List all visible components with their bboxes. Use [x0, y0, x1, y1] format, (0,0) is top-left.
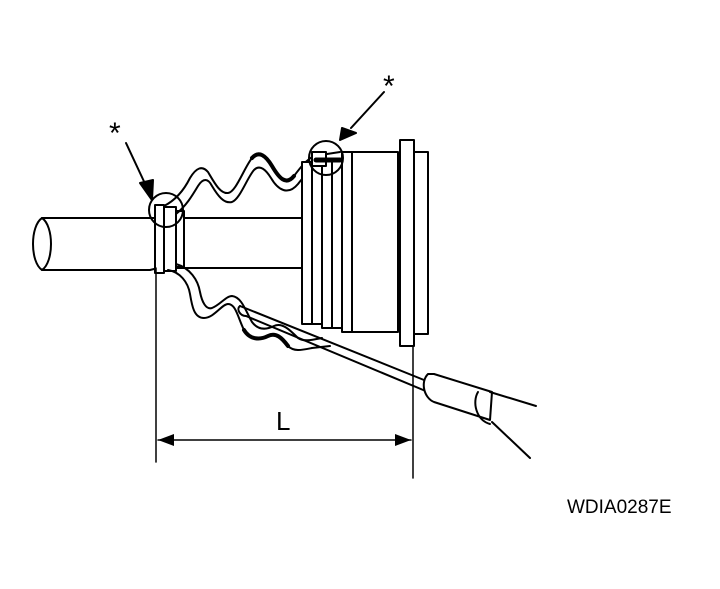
arrow-right: [339, 91, 385, 141]
boot-upper-thick: [250, 152, 296, 183]
marker-circle-left: [148, 192, 184, 228]
boot-upper-bellows-inner: [175, 163, 341, 215]
boot-lower-thick: [242, 328, 290, 348]
marker-left: *: [109, 117, 121, 150]
dimension-label: L: [276, 406, 290, 436]
dimension-arrow-right: [395, 434, 411, 446]
dimension-L: [155, 267, 414, 479]
screwdriver: [237, 305, 537, 459]
large-boot-clamp: [311, 151, 343, 167]
dimension-arrow-left: [158, 434, 174, 446]
marker-circle-right: [308, 140, 344, 176]
boot-lower-bellows-inner: [175, 263, 323, 342]
arrow-left: [125, 142, 154, 201]
small-boot-clamp: [154, 204, 185, 274]
joint-housing: [301, 139, 429, 347]
figure-code: WDIA0287E: [567, 497, 672, 518]
marker-right: *: [383, 70, 395, 103]
